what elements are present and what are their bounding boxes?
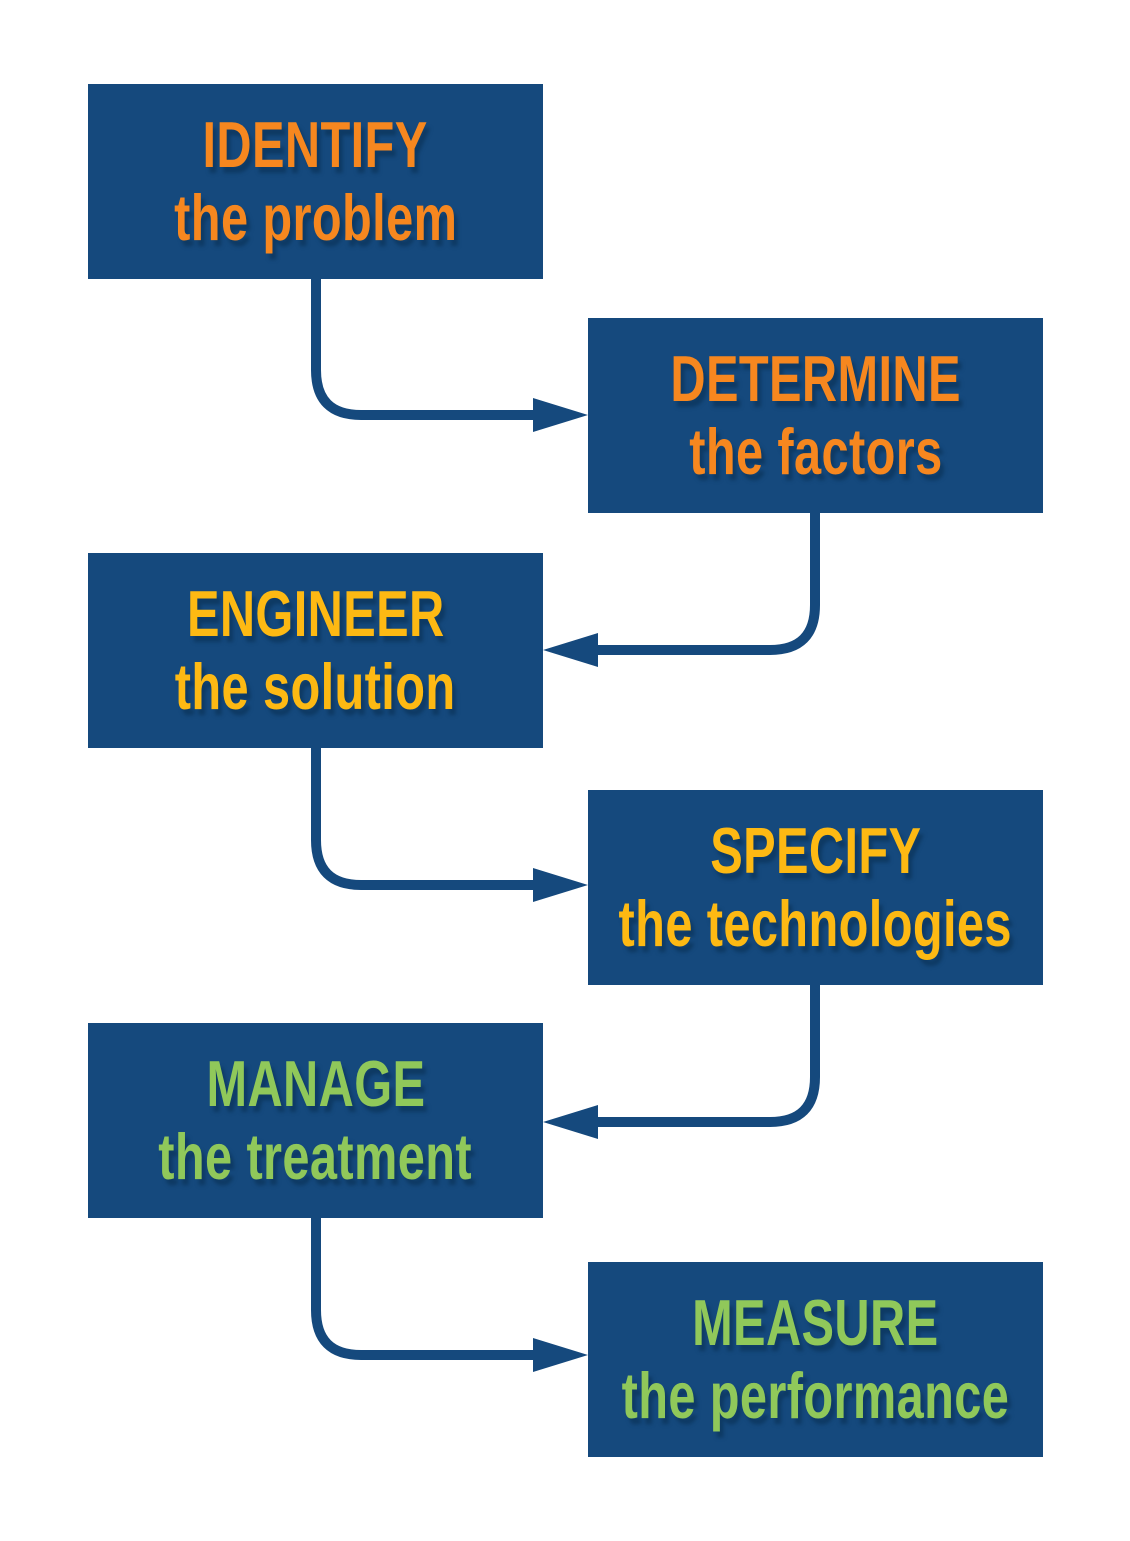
step-action-label: ENGINEER (186, 576, 445, 650)
step-action-label: IDENTIFY (202, 107, 429, 181)
step-box-manage: MANAGE the treatment (88, 1023, 543, 1218)
arrowhead-left-icon (543, 633, 598, 667)
connector-line (596, 985, 820, 1127)
step-box-engineer: ENGINEER the solution (88, 553, 543, 748)
arrowhead-right-icon (533, 1338, 588, 1372)
step-action-label: DETERMINE (670, 341, 961, 415)
connector-determine-to-engineer (543, 513, 820, 667)
step-box-determine: DETERMINE the factors (588, 318, 1043, 513)
step-object-label: the performance (621, 1358, 1010, 1432)
connector-manage-to-measure (311, 1218, 588, 1372)
connector-specify-to-manage (543, 985, 820, 1139)
step-action-label: MEASURE (692, 1285, 939, 1359)
step-object-label: the solution (175, 649, 456, 723)
connector-line (311, 748, 535, 890)
step-object-label: the treatment (158, 1119, 473, 1193)
connector-line (311, 279, 535, 420)
step-action-label: MANAGE (206, 1046, 425, 1120)
connector-line (596, 513, 820, 655)
step-box-specify: SPECIFY the technologies (588, 790, 1043, 985)
step-action-label: SPECIFY (709, 813, 922, 887)
connector-identify-to-determine (311, 279, 588, 432)
connector-line (311, 1218, 535, 1360)
connector-engineer-to-specify (311, 748, 588, 902)
step-object-label: the problem (173, 180, 458, 254)
arrowhead-right-icon (533, 868, 588, 902)
arrowhead-right-icon (533, 398, 588, 432)
step-object-label: the technologies (618, 886, 1013, 960)
arrowhead-left-icon (543, 1105, 598, 1139)
step-object-label: the factors (688, 414, 943, 488)
step-box-measure: MEASURE the performance (588, 1262, 1043, 1457)
step-box-identify: IDENTIFY the problem (88, 84, 543, 279)
